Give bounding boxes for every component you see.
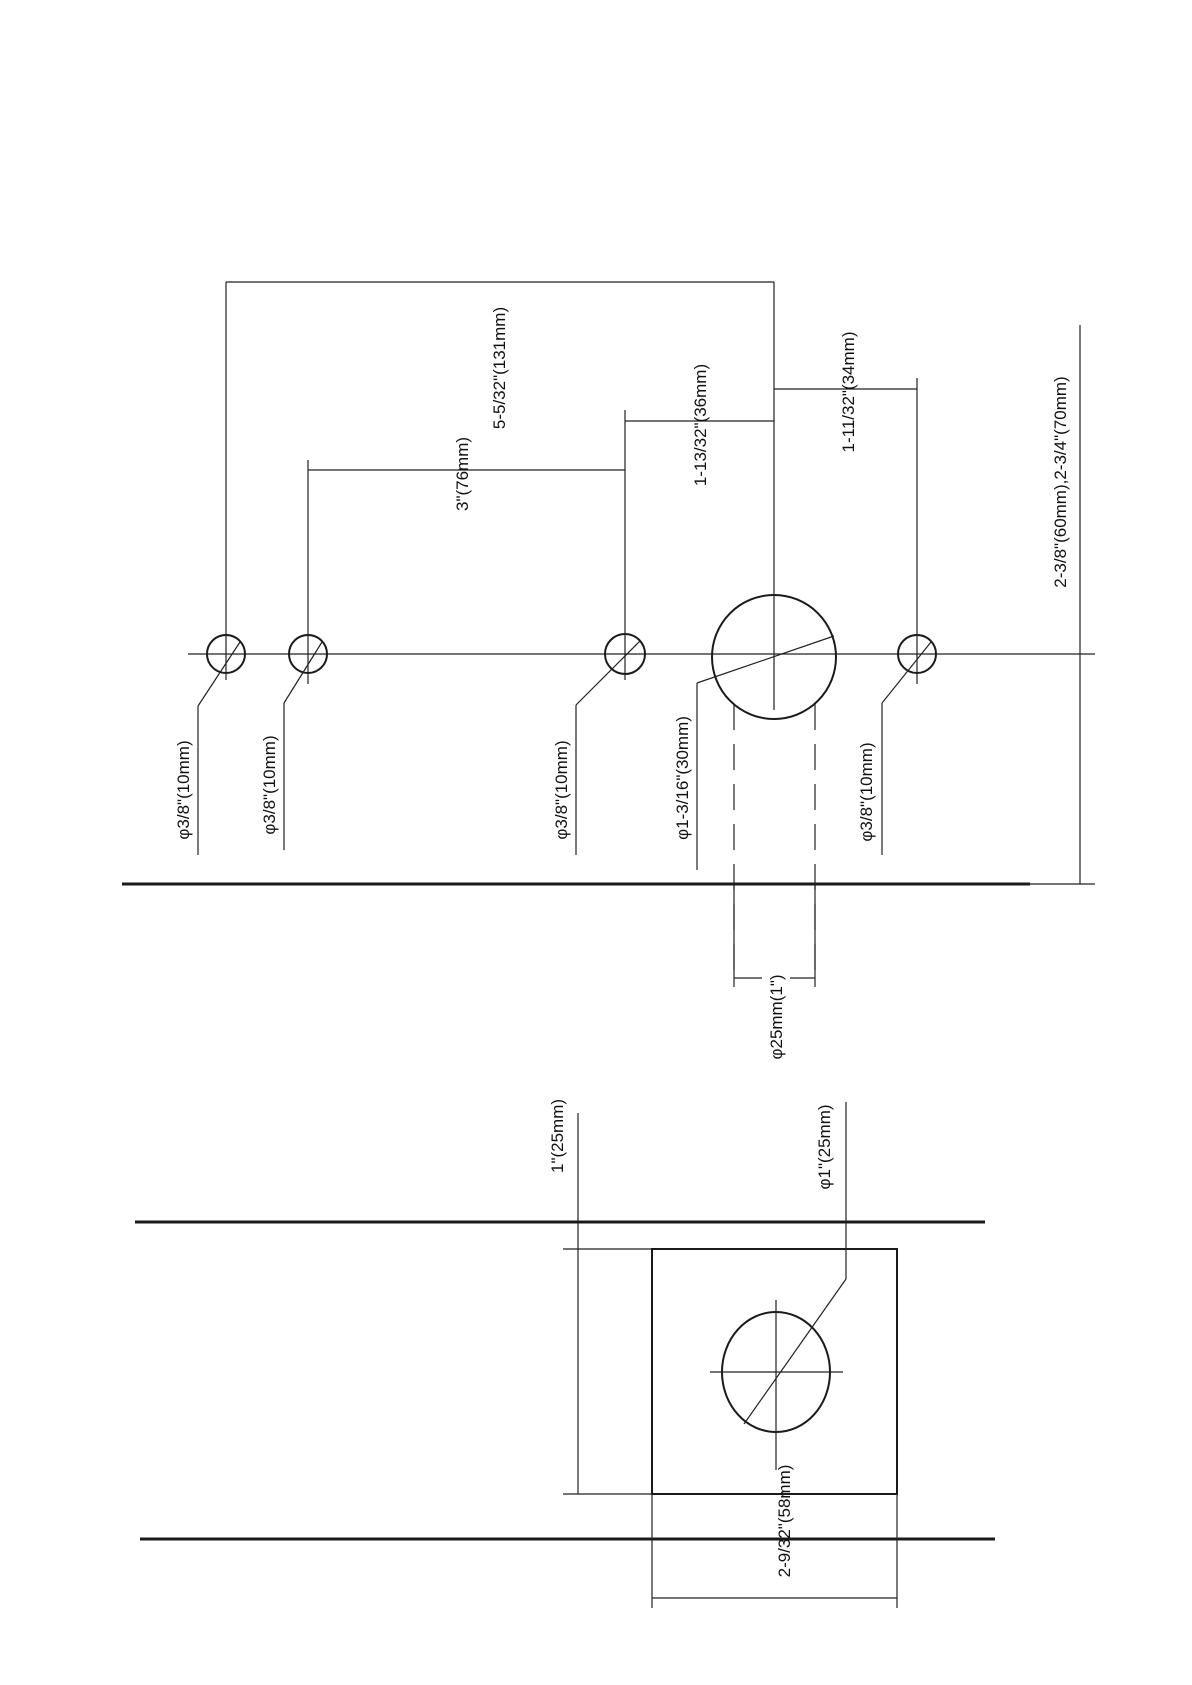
hole-a (198, 282, 245, 855)
label-edge-bore-dia: φ1"(25mm) (815, 1104, 834, 1189)
label-3in: 3"(76mm) (453, 437, 472, 511)
label-overall: 5-5/32"(131mm) (490, 307, 509, 429)
hole-c (576, 410, 645, 855)
label-hole-a: φ3/8"(10mm) (174, 740, 193, 839)
hole-main-diag (697, 636, 834, 683)
label-backset: 2-3/8"(60mm),2-3/4"(70mm) (1051, 376, 1070, 587)
label-hole-d: φ3/8"(10mm) (857, 742, 876, 841)
hole-b (284, 460, 327, 850)
hole-d (882, 378, 936, 855)
edge-bore-diag (744, 1279, 846, 1424)
label-1-11-32: 1-11/32"(34mm) (839, 332, 858, 453)
door-face-view (122, 282, 1095, 987)
label-hole-b: φ3/8"(10mm) (260, 735, 279, 834)
label-plate-length-text: 2-9/32"(58mm) (775, 1465, 794, 1578)
hole-main (697, 282, 836, 984)
door-edge-view (135, 1102, 995, 1608)
label-hole-main: φ1-3/16"(30mm) (673, 716, 692, 840)
hole-a-diag (198, 642, 240, 706)
label-1-13-32: 1-13/32"(36mm) (691, 364, 710, 486)
label-hole-c: φ3/8"(10mm) (552, 740, 571, 839)
label-bore-edge: φ25mm(1") (767, 974, 786, 1059)
label-plate-width: 1"(25mm) (548, 1099, 567, 1173)
